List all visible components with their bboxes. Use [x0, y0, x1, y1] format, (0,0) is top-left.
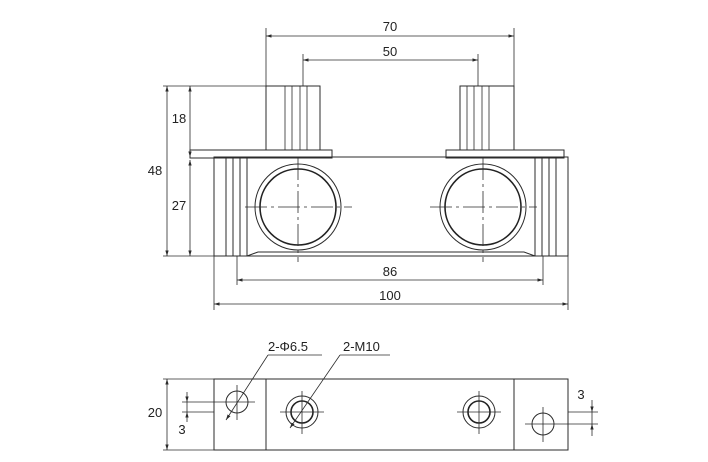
leader-thru-holes [225, 354, 269, 421]
right-post [459, 85, 515, 151]
bottom-view [213, 378, 569, 451]
dim-27-label: 27 [172, 198, 186, 213]
left-post [265, 85, 321, 151]
main-body-outline [213, 156, 569, 257]
front-view [189, 85, 569, 262]
dim-70-label: 70 [383, 19, 397, 34]
bottom-groove [246, 251, 536, 257]
dim-20-label: 20 [148, 405, 162, 420]
dim-3-left-label: 3 [178, 422, 185, 437]
bottom-dimensions: 20 3 3 2-Φ6.5 2-M10 [148, 339, 598, 451]
front-dimensions: 70 50 48 18 27 86 100 [148, 19, 569, 310]
callout-threaded-holes: 2-M10 [343, 339, 380, 354]
dim-3-right-label: 3 [577, 387, 584, 402]
dim-86-label: 86 [383, 264, 397, 279]
leader-threaded-holes [289, 354, 341, 429]
dim-100-label: 100 [379, 288, 401, 303]
bottom-body-outline [213, 378, 569, 451]
dim-48-label: 48 [148, 163, 162, 178]
dim-18-label: 18 [172, 111, 186, 126]
dim-50-label: 50 [383, 44, 397, 59]
callout-thru-holes: 2-Φ6.5 [268, 339, 308, 354]
